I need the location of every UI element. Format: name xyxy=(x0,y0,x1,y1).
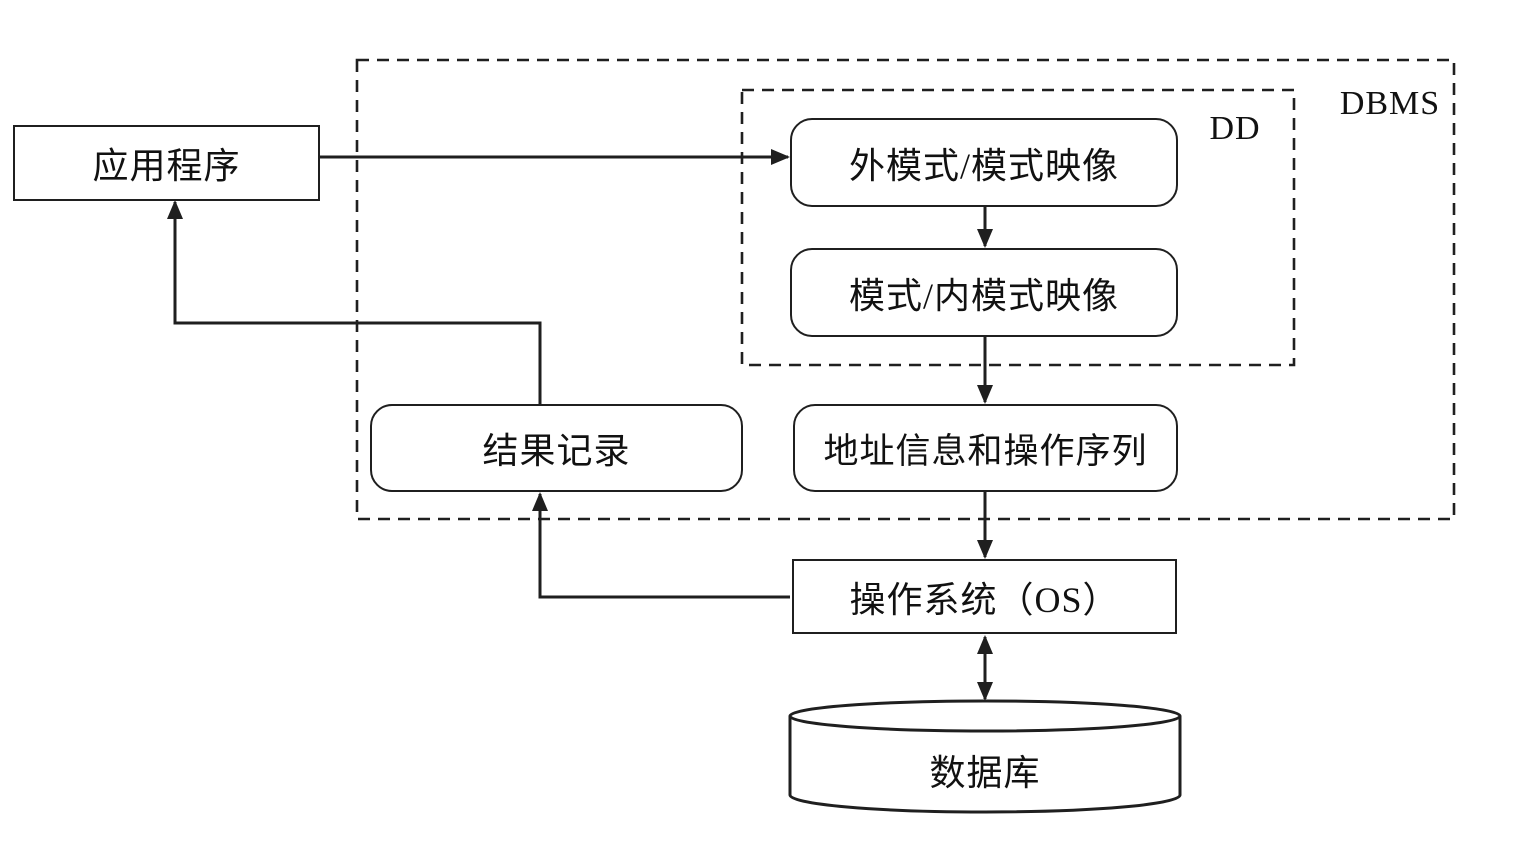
node-address-info: 地址信息和操作序列 xyxy=(793,404,1178,492)
node-os: 操作系统（OS） xyxy=(792,559,1177,634)
database-label: 数据库 xyxy=(929,753,1041,793)
node-application: 应用程序 xyxy=(13,125,320,201)
dd-label: DD xyxy=(1209,110,1261,147)
dbms-boundary xyxy=(355,58,1456,521)
arrow-result-record-to-app xyxy=(167,200,542,404)
database-cylinder-top xyxy=(788,699,1182,733)
database-cylinder-body xyxy=(788,716,1182,814)
node-ext-schema-map: 外模式/模式映像 xyxy=(790,118,1178,207)
dd-boundary xyxy=(740,88,1296,367)
node-result-record: 结果记录 xyxy=(370,404,743,492)
dbms-label: DBMS xyxy=(1339,85,1441,122)
arrow-os-to-result-record xyxy=(532,492,790,599)
node-schema-internal-map: 模式/内模式映像 xyxy=(790,248,1178,337)
